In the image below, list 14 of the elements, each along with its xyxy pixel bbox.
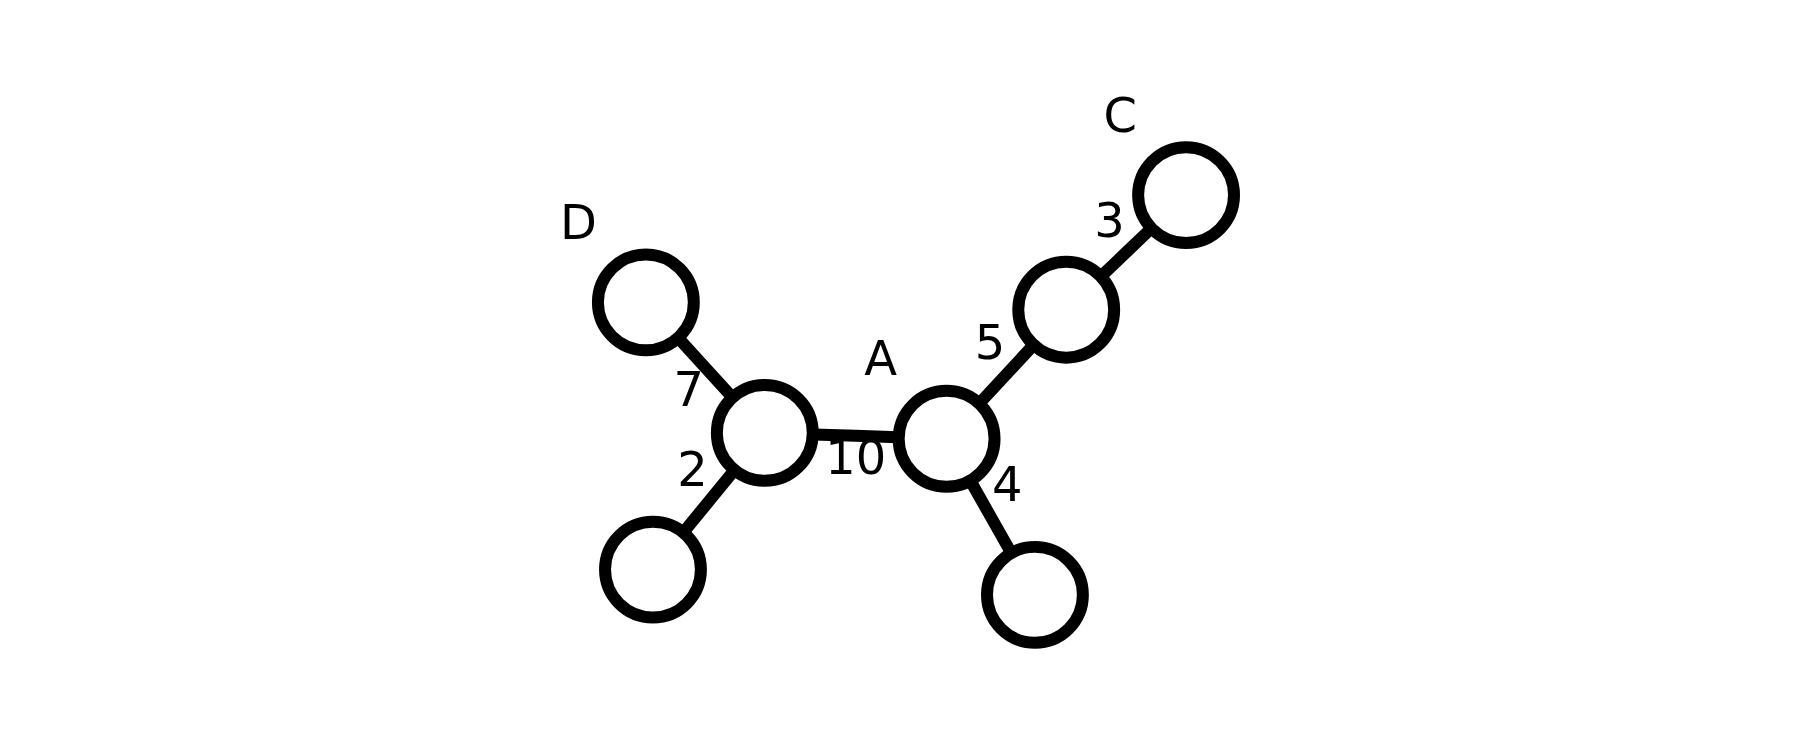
edge-label: 7	[673, 361, 705, 417]
edge-label: 2	[677, 441, 708, 497]
edge-label: 4	[991, 457, 1023, 513]
node-label: C	[1103, 87, 1137, 143]
node-label: D	[560, 194, 597, 250]
node-circle	[710, 378, 819, 487]
node-label: A	[864, 331, 898, 387]
edge-label: 3	[1094, 192, 1125, 248]
node-circle	[599, 515, 707, 624]
node-circle	[1012, 255, 1121, 364]
node-circle	[981, 540, 1089, 649]
edge-label: 5	[974, 314, 1006, 370]
node-circle	[1132, 141, 1240, 250]
node-circle	[591, 248, 700, 357]
